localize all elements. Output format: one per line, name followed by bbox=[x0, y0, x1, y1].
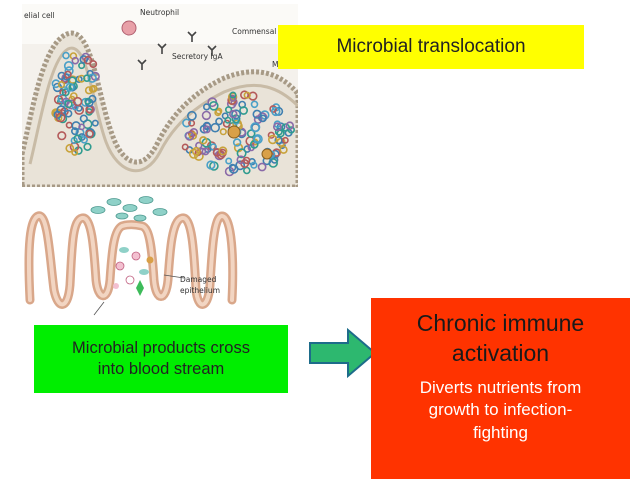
activation-description: Diverts nutrients from growth to infecti… bbox=[420, 377, 582, 444]
right-arrow-icon bbox=[309, 327, 377, 379]
secretory-iga-label: Secretory IgA bbox=[172, 52, 223, 61]
chronic-immune-activation-box: Chronic immune activation Diverts nutrie… bbox=[371, 298, 630, 479]
activation-title-line2: activation bbox=[451, 339, 550, 366]
epithelial-cell-label: elial cell bbox=[24, 11, 55, 20]
activation-sub-line1: Diverts nutrients from bbox=[419, 377, 582, 397]
activation-sub-line2: growth to infection- bbox=[428, 400, 573, 420]
microbial-products-line1: Microbial products cross bbox=[72, 339, 250, 358]
microbial-products-line2: into blood stream bbox=[97, 360, 225, 378]
neutrophil-label: Neutrophil bbox=[140, 8, 179, 17]
intestinal-tissue-illustration: elial cell Neutrophil Commensal bac Secr… bbox=[22, 4, 298, 187]
damaged-epithelium-illustration: Damaged epithelium bbox=[24, 190, 242, 320]
activation-sub-line3: fighting bbox=[473, 422, 528, 442]
microbial-translocation-box: Microbial translocation bbox=[278, 25, 584, 69]
microbial-products-box: Microbial products cross into blood stre… bbox=[34, 325, 288, 393]
epithelium-label: epithelium bbox=[180, 286, 220, 295]
activation-title-line1: Chronic immune bbox=[416, 310, 585, 336]
damaged-label: Damaged bbox=[180, 275, 217, 284]
microbial-translocation-text: Microbial translocation bbox=[336, 36, 526, 57]
commensal-bacteria-label: Commensal bac bbox=[232, 27, 292, 36]
